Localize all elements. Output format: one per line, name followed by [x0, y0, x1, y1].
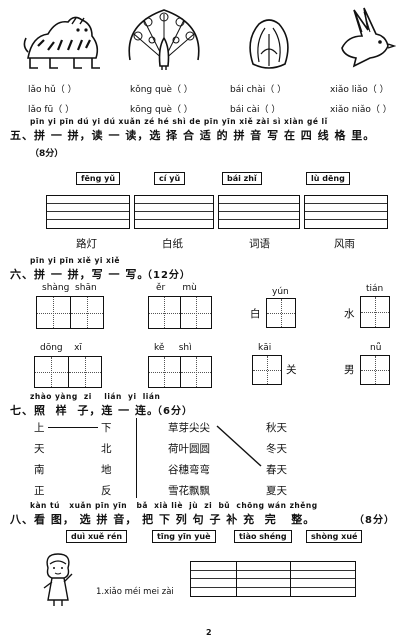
s7-title: 七、照 样 子，连 一 连。 — [10, 404, 159, 417]
s4-choice-kong-que-1[interactable]: kǒng què（ ） — [130, 85, 193, 95]
s6-item-3-char: 白 — [250, 308, 261, 320]
s4-choice-lao-hu[interactable]: lǎo hǔ（ ） — [28, 85, 77, 95]
s5-word-3: 词语 — [249, 238, 270, 250]
s7-example-connector — [216, 425, 262, 467]
s8-option-dui-xue-ren[interactable]: duì xuě rén — [66, 530, 128, 543]
s6-item-5-pinyin: dōng xī — [40, 343, 82, 353]
s6-title-pinyin: pīn yi pīn xiě yi xiě — [30, 256, 121, 265]
s6-item-3-grid[interactable] — [266, 298, 296, 328]
s8-score: （8分） — [354, 515, 395, 526]
s8-option-tiao-sheng[interactable]: tiào shéng — [234, 530, 292, 543]
s5-option-bai-zhi[interactable]: bái zhǐ — [222, 172, 262, 185]
s5-writing-box-3[interactable] — [218, 195, 300, 229]
s4-choice-kong-que-2[interactable]: kōng què（ ） — [130, 105, 193, 115]
s5-word-1: 路灯 — [76, 238, 97, 250]
s7-right-b-2[interactable]: 冬天 — [266, 443, 287, 455]
page-number: 2 — [206, 628, 212, 637]
s4-choice-bai-chai[interactable]: bái chài（ ） — [230, 85, 287, 95]
s6-item-6-grid[interactable] — [148, 356, 212, 388]
s6-item-4-char: 水 — [344, 308, 355, 320]
s5-option-feng-yu[interactable]: fēng yǔ — [76, 172, 121, 185]
s6-item-1-pinyin: shàng shān — [42, 283, 97, 293]
tiger-image — [22, 6, 104, 74]
s6-score: （12分） — [142, 270, 191, 281]
s8-writing-box-divider-1 — [236, 561, 237, 597]
s7-right-a-3[interactable]: 谷穗弯弯 — [168, 464, 210, 476]
s6-title: 六、拼 一 拼，写 一 写。 — [10, 268, 150, 281]
girl-image — [38, 550, 78, 608]
s6-item-3-pinyin: yún — [272, 287, 289, 297]
s8-option-shong-xue[interactable]: shòng xué — [306, 530, 363, 543]
s6-item-1-grid[interactable] — [36, 296, 104, 329]
s7-left-a-1[interactable]: 上 — [34, 422, 45, 434]
s5-score: （8分） — [30, 149, 64, 159]
s7-column-divider — [136, 418, 137, 498]
s7-right-b-1[interactable]: 秋天 — [266, 422, 287, 434]
s7-score: （6分） — [152, 406, 193, 417]
s7-right-b-3[interactable]: 春天 — [266, 464, 287, 476]
s5-option-lu-deng[interactable]: lù dēng — [306, 172, 350, 185]
s7-title-pinyin: zhào yàng zi lián yi lián — [30, 392, 161, 401]
s7-left-a-3[interactable]: 南 — [34, 464, 45, 476]
s7-right-a-4[interactable]: 雪花飘飘 — [168, 485, 210, 497]
s7-right-b-4[interactable]: 夏天 — [266, 485, 287, 497]
s6-item-7-grid[interactable] — [252, 355, 282, 385]
s6-item-2-pinyin: ěr mù — [156, 283, 197, 293]
s6-item-5-grid[interactable] — [34, 356, 102, 388]
s7-right-a-1[interactable]: 草芽尖尖 — [168, 422, 210, 434]
s4-choice-xiao-niao[interactable]: xiǎo niǎo（ ） — [330, 105, 392, 115]
s5-word-4: 风雨 — [334, 238, 355, 250]
bird-image — [334, 6, 397, 72]
s7-left-a-2[interactable]: 天 — [34, 443, 45, 455]
s6-item-8-char: 男 — [344, 364, 355, 376]
s8-writing-box-divider-2 — [290, 561, 291, 597]
s5-title-pinyin: pīn yi pīn dú yi dú xuǎn zé hé shì de pī… — [30, 117, 328, 126]
s6-item-8-grid[interactable] — [360, 355, 390, 385]
s6-item-4-grid[interactable] — [360, 296, 390, 328]
s5-word-2: 白纸 — [162, 238, 183, 250]
s8-writing-box[interactable] — [190, 561, 356, 597]
s4-choice-xiao-liao[interactable]: xiǎo liǎo（ ） — [330, 85, 389, 95]
s4-choice-lao-fu[interactable]: lǎo fū（ ） — [28, 105, 75, 115]
s8-title-pinyin: kàn tú xuǎn pīn yīn bǎ xià liè jù zi bǔ … — [30, 501, 318, 510]
s6-item-8-pinyin: nǚ — [370, 343, 382, 353]
s6-item-2-grid[interactable] — [148, 296, 212, 329]
s5-writing-box-2[interactable] — [134, 195, 214, 229]
s7-left-b-2[interactable]: 北 — [101, 443, 112, 455]
s8-option-ting-yin-yue[interactable]: tīng yīn yuè — [152, 530, 216, 543]
s4-choice-bai-cai[interactable]: bái cài（ ） — [230, 105, 281, 115]
s5-option-ci-yu[interactable]: cí yǔ — [154, 172, 186, 185]
s7-left-a-4[interactable]: 正 — [34, 485, 45, 497]
s6-item-4-pinyin: tián — [366, 284, 384, 294]
s5-title: 五、拼 一 拼，读 一 读，选 择 合 适 的 拼 音 写 在 四 线 格 里。 — [10, 129, 376, 142]
s7-right-a-2[interactable]: 荷叶圆圆 — [168, 443, 210, 455]
s8-sentence-1: 1.xiǎo méi mei zài — [96, 587, 174, 597]
s6-item-7-pinyin: kāi — [258, 343, 272, 353]
s8-title: 八、看 图， 选 拼 音， 把 下 列 句 子 补 充 完 整。 — [10, 513, 316, 526]
s6-item-6-pinyin: kě shì — [154, 343, 192, 353]
s7-left-b-4[interactable]: 反 — [101, 485, 112, 497]
s7-example-line — [48, 427, 98, 428]
s5-writing-box-1[interactable] — [46, 195, 130, 229]
cabbage-image — [243, 14, 295, 72]
s6-item-7-char: 关 — [286, 364, 297, 376]
s7-left-b-3[interactable]: 地 — [101, 464, 112, 476]
peacock-image — [122, 4, 206, 74]
s5-writing-box-4[interactable] — [304, 195, 388, 229]
s7-left-b-1[interactable]: 下 — [101, 422, 112, 434]
